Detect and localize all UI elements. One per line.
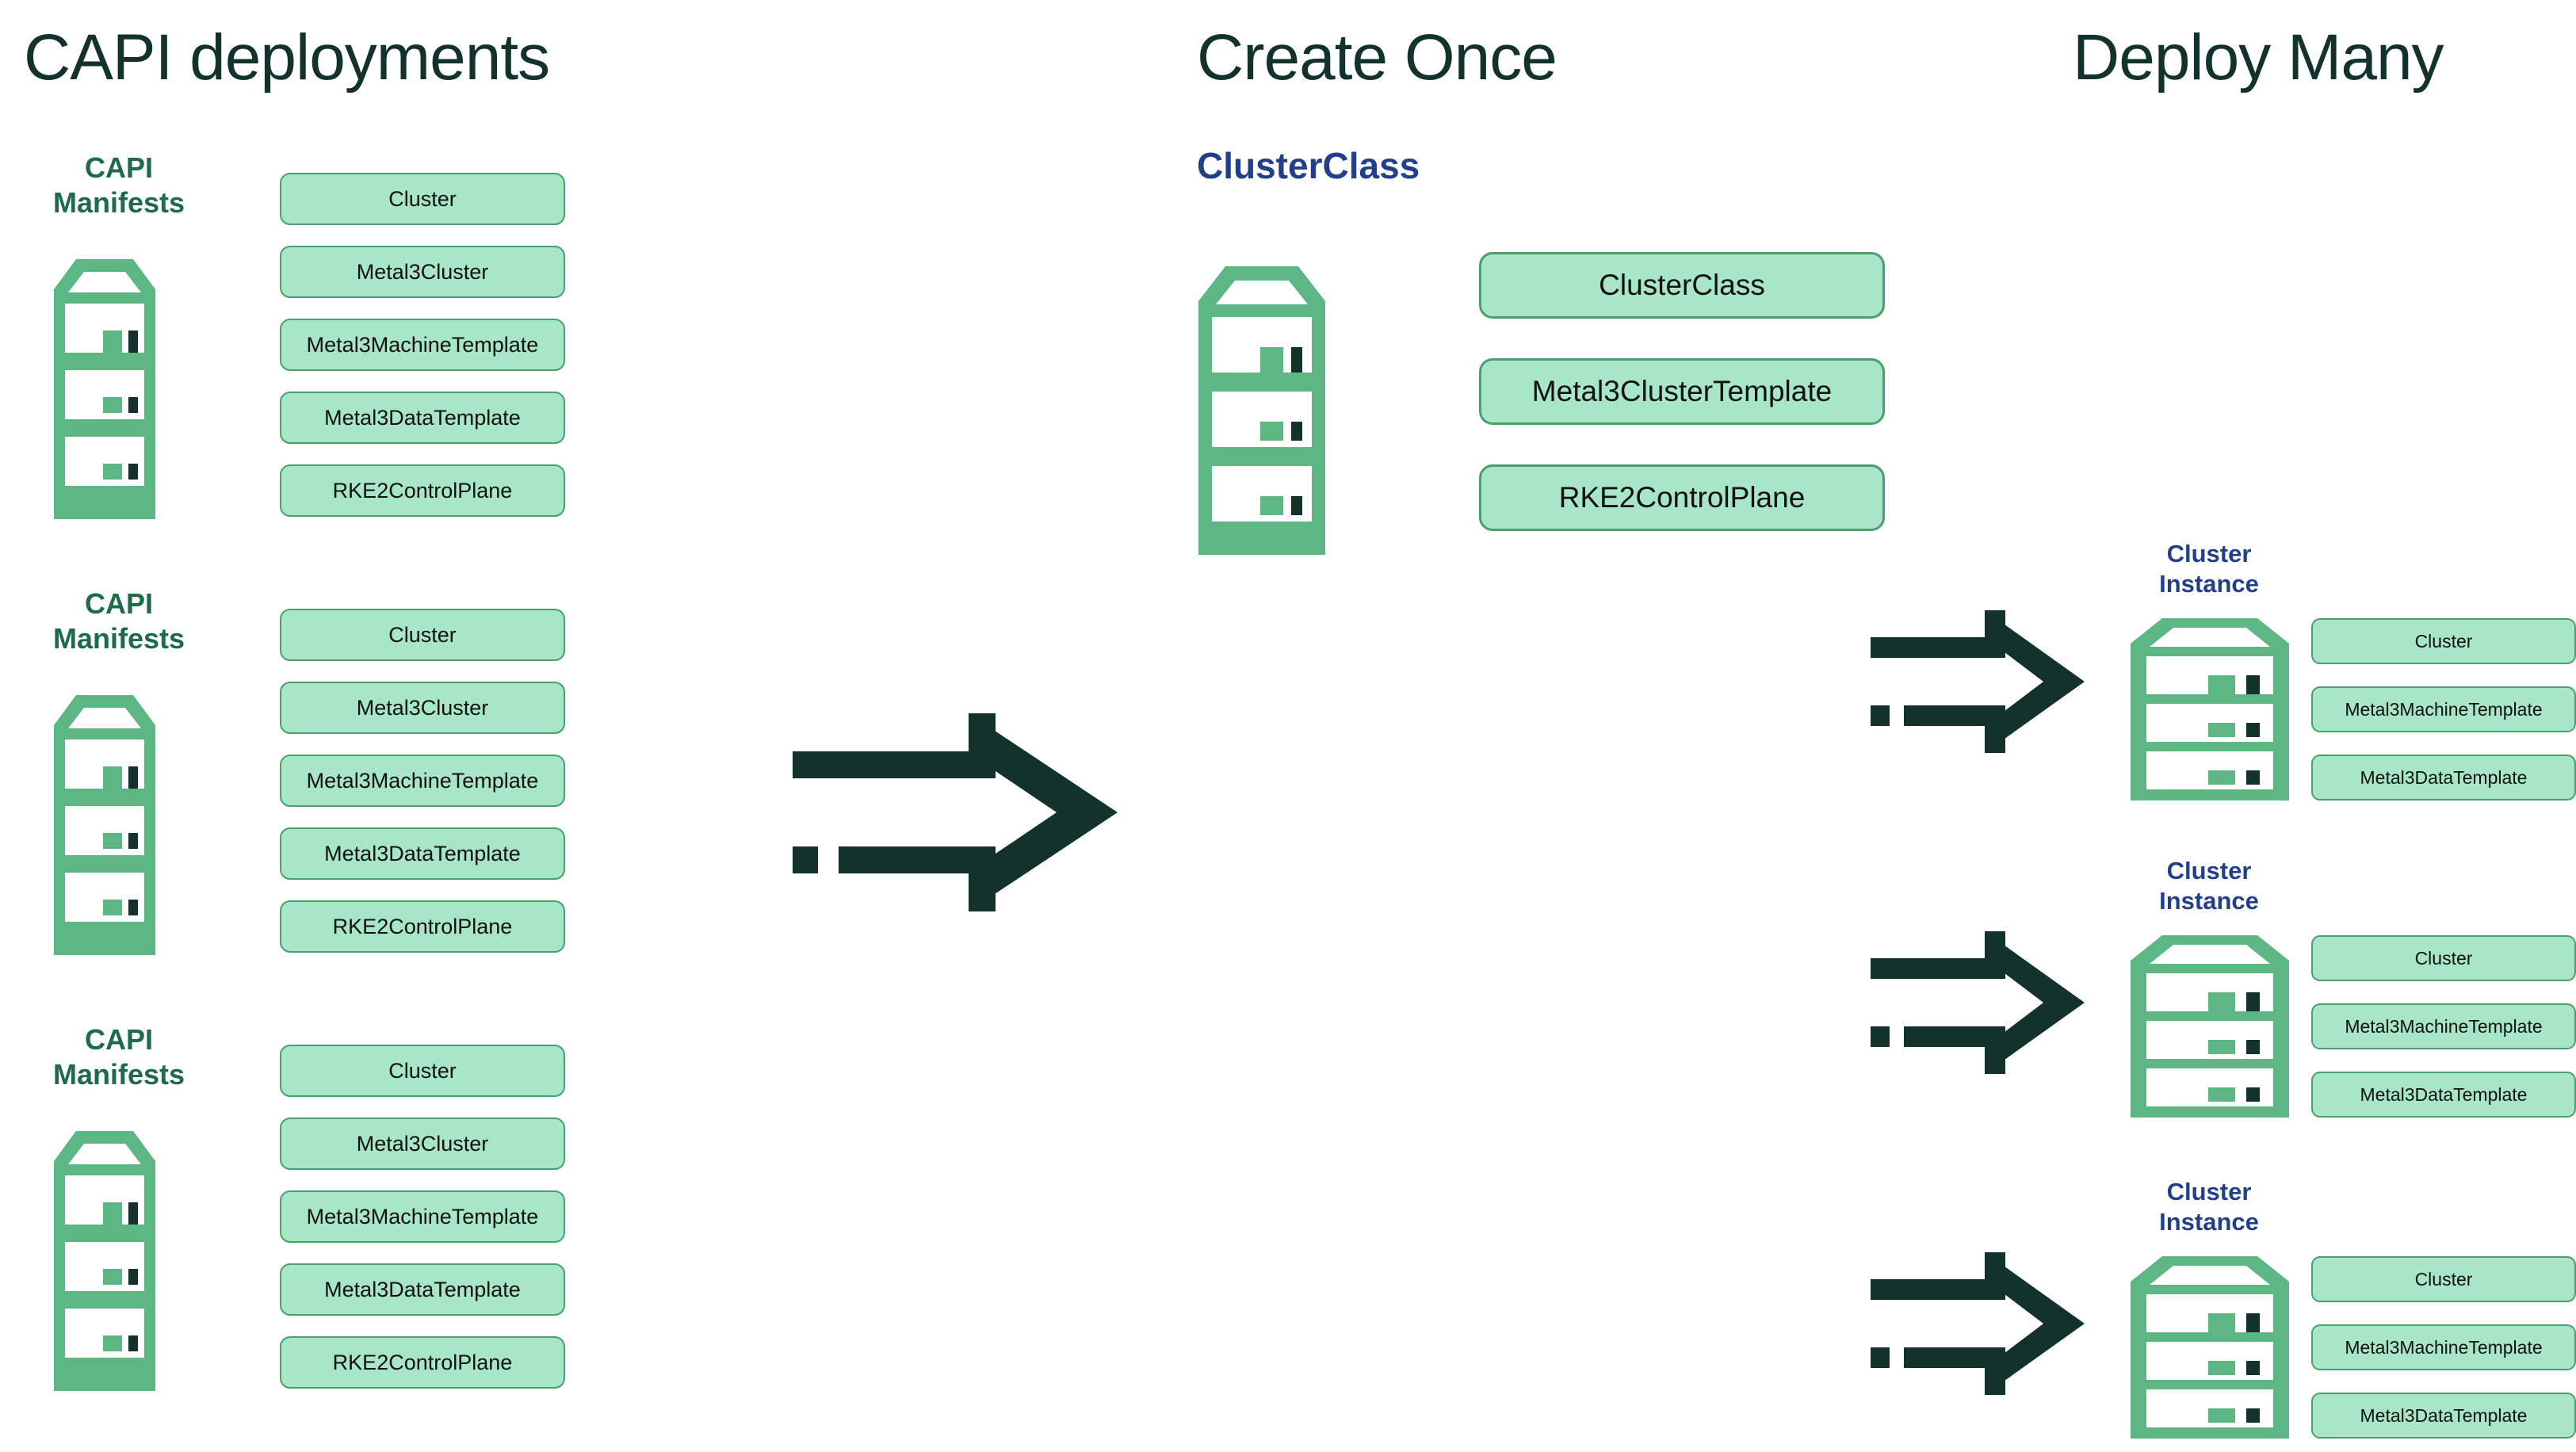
group-label-capi-manifests-2: CAPI Manifests xyxy=(16,587,222,656)
manifest-box[interactable]: Cluster xyxy=(280,1045,565,1097)
arrow-right-icon xyxy=(1871,610,2085,753)
server-rack-icon xyxy=(54,1106,155,1391)
server-rack-icon xyxy=(2131,1240,2289,1439)
manifest-box[interactable]: Metal3DataTemplate xyxy=(280,392,565,444)
manifest-box[interactable]: RKE2ControlPlane xyxy=(280,900,565,953)
group-label-line2: Instance xyxy=(2159,569,2259,598)
manifest-box[interactable]: Metal3DataTemplate xyxy=(2311,1393,2576,1439)
big-arrow-right-icon xyxy=(793,713,1118,911)
manifest-box[interactable]: RKE2ControlPlane xyxy=(280,1336,565,1389)
group-label-cluster-instance-1: Cluster Instance xyxy=(2118,539,2300,599)
group-label-line1: CAPI xyxy=(84,587,153,620)
manifest-box[interactable]: Metal3Cluster xyxy=(280,682,565,734)
manifest-box[interactable]: RKE2ControlPlane xyxy=(1479,464,1885,531)
manifest-box[interactable]: Metal3DataTemplate xyxy=(2311,755,2576,801)
manifest-box[interactable]: Metal3MachineTemplate xyxy=(2311,1324,2576,1370)
manifest-box[interactable]: Cluster xyxy=(280,173,565,225)
server-rack-icon xyxy=(54,670,155,955)
arrow-right-icon xyxy=(1871,1252,2085,1395)
subtitle-clusterclass: ClusterClass xyxy=(1197,145,1420,186)
manifest-box[interactable]: Metal3DataTemplate xyxy=(280,827,565,880)
manifest-box[interactable]: RKE2ControlPlane xyxy=(280,464,565,517)
page-title-create-once: Create Once xyxy=(1197,21,1557,94)
group-label-line1: Cluster xyxy=(2166,857,2252,885)
manifest-box[interactable]: Cluster xyxy=(2311,1256,2576,1302)
manifest-box[interactable]: ClusterClass xyxy=(1479,252,1885,319)
group-label-capi-manifests-3: CAPI Manifests xyxy=(16,1022,222,1092)
manifest-box[interactable]: Metal3MachineTemplate xyxy=(2311,1003,2576,1049)
group-label-line1: Cluster xyxy=(2166,1178,2252,1206)
manifest-box[interactable]: Metal3ClusterTemplate xyxy=(1479,358,1885,425)
group-label-line1: Cluster xyxy=(2166,540,2252,567)
manifest-box[interactable]: Metal3DataTemplate xyxy=(280,1263,565,1316)
arrow-right-icon xyxy=(1871,931,2085,1074)
group-label-line2: Instance xyxy=(2159,1207,2259,1236)
manifest-box[interactable]: Metal3DataTemplate xyxy=(2311,1072,2576,1118)
group-label-capi-manifests-1: CAPI Manifests xyxy=(16,151,222,220)
group-label-line1: CAPI xyxy=(84,1023,153,1056)
group-label-line2: Manifests xyxy=(52,1057,185,1091)
manifest-box[interactable]: Cluster xyxy=(2311,935,2576,981)
page-title-deploy-many: Deploy Many xyxy=(2073,21,2444,94)
manifest-box[interactable]: Metal3Cluster xyxy=(280,1118,565,1170)
manifest-box[interactable]: Metal3MachineTemplate xyxy=(280,755,565,807)
server-rack-icon xyxy=(2131,919,2289,1118)
group-label-cluster-instance-2: Cluster Instance xyxy=(2118,856,2300,916)
group-label-cluster-instance-3: Cluster Instance xyxy=(2118,1177,2300,1237)
manifest-box[interactable]: Cluster xyxy=(2311,618,2576,664)
manifest-box[interactable]: Metal3Cluster xyxy=(280,246,565,298)
group-label-line2: Manifests xyxy=(52,185,185,219)
server-rack-icon xyxy=(2131,602,2289,801)
manifest-box[interactable]: Metal3MachineTemplate xyxy=(280,1190,565,1243)
group-label-line1: CAPI xyxy=(84,151,153,184)
group-label-line2: Instance xyxy=(2159,886,2259,915)
page-title-capi-deployments: CAPI deployments xyxy=(24,21,550,94)
manifest-box[interactable]: Metal3MachineTemplate xyxy=(280,319,565,371)
group-label-line2: Manifests xyxy=(52,621,185,655)
server-rack-icon xyxy=(54,234,155,519)
manifest-box[interactable]: Metal3MachineTemplate xyxy=(2311,686,2576,732)
manifest-box[interactable]: Cluster xyxy=(280,609,565,661)
server-rack-icon xyxy=(1198,238,1325,555)
